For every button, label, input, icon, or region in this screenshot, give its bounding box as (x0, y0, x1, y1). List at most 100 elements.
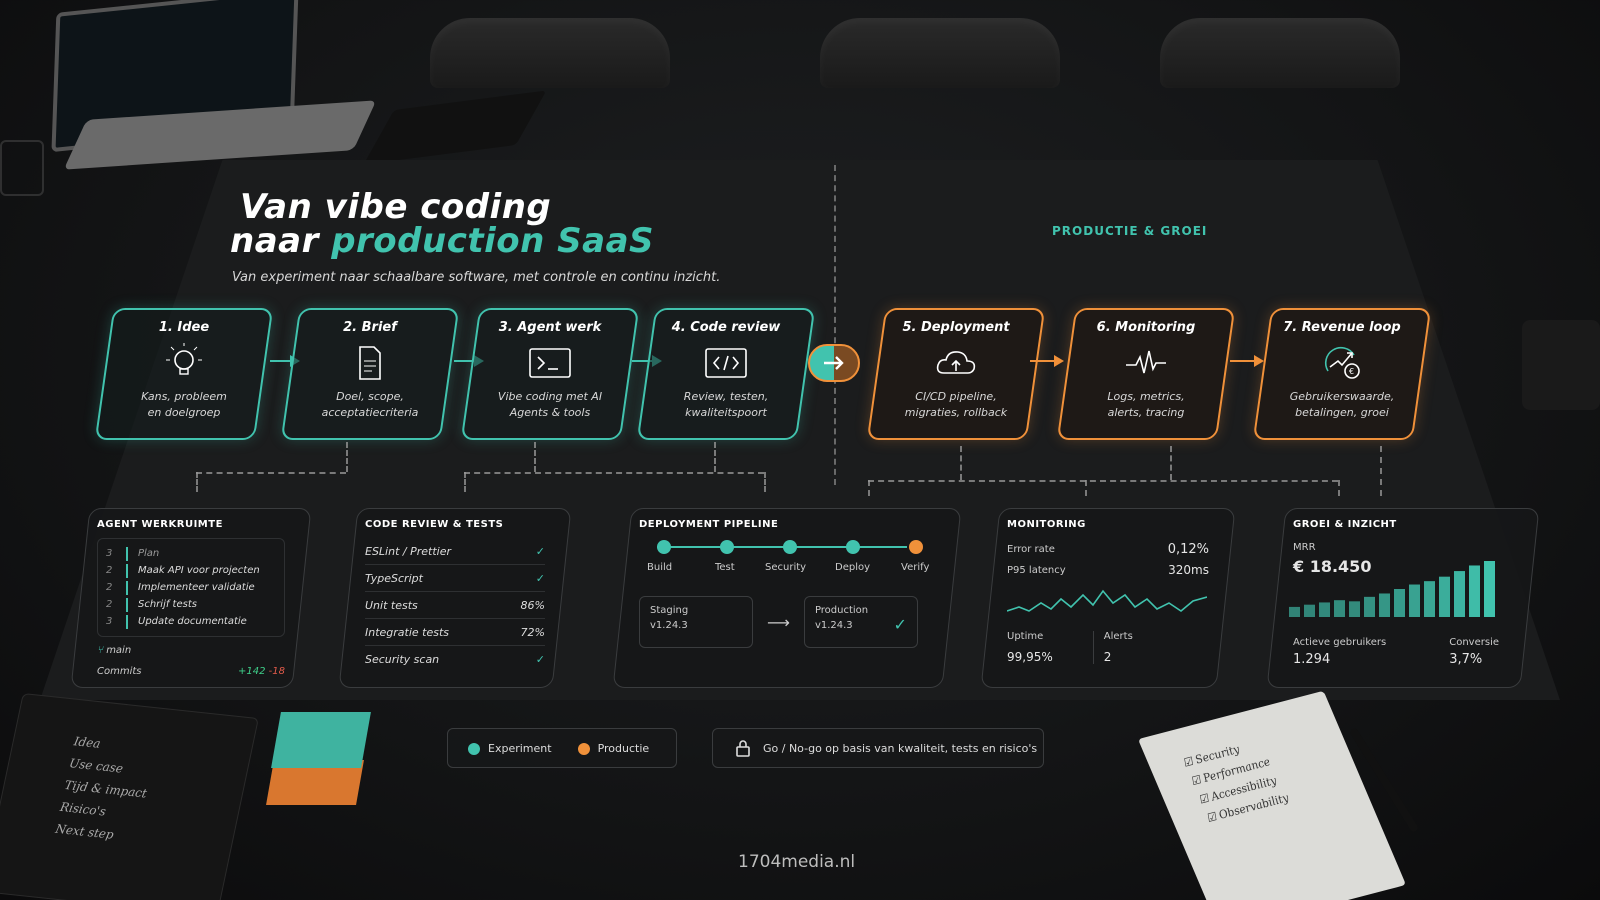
phase-transition-arrow (808, 344, 860, 382)
connector (1170, 446, 1172, 480)
lock-icon (736, 740, 750, 757)
section-label: PRODUCTIE & GROEI (1052, 224, 1208, 238)
stage-dot (909, 540, 923, 554)
mrr-bar (1289, 606, 1300, 617)
legend-productie: Productie (577, 742, 649, 755)
step-monitoring: 6. Monitoring Logs, metrics, alerts, tra… (1056, 308, 1236, 440)
step-deployment: 5. Deployment CI/CD pipeline, migraties,… (866, 308, 1046, 440)
flow-arrow (1230, 355, 1264, 367)
check-row: TypeScript✓ (365, 565, 545, 592)
step-revenue-loop: 7. Revenue loop € Gebruikerswaarde, beta… (1252, 308, 1432, 440)
terminal-icon (529, 348, 571, 378)
go-no-go-gate: Go / No-go op basis van kwaliteit, tests… (712, 728, 1044, 768)
staging-box: Staging v1.24.3 (639, 596, 753, 648)
step-brief: 2. Brief Doel, scope, acceptatiecriteria (280, 308, 460, 440)
phase-divider (834, 165, 836, 485)
panel-code-review: CODE REVIEW & TESTS ESLint / Prettier✓ T… (338, 508, 572, 688)
mrr-bar (1334, 600, 1345, 617)
panel-deployment-pipeline: DEPLOYMENT PIPELINE Build Test Security … (612, 508, 962, 688)
connector (868, 480, 1338, 482)
mrr-bar (1409, 584, 1420, 617)
step-idee: 1. Idee Kans, probleem en doelgroep (94, 308, 274, 440)
connector (1338, 480, 1340, 496)
chair (1160, 18, 1400, 88)
legend: Experiment Productie (447, 728, 677, 768)
check-icon: ✓ (535, 653, 545, 666)
connector (534, 442, 536, 472)
water-glass (0, 140, 44, 196)
stage-dot (846, 540, 860, 554)
lightbulb-icon (166, 343, 202, 375)
flow-arrow (1030, 355, 1064, 367)
check-row: Security scan✓ (365, 653, 545, 666)
production-box: Production v1.24.3 ✓ (803, 596, 918, 648)
mrr-bar (1364, 596, 1375, 617)
check-icon: ✓ (535, 544, 545, 558)
page-title: Van vibe coding naar production SaaS (230, 187, 655, 261)
stage-dot (720, 540, 734, 554)
mrr-bar (1424, 581, 1435, 617)
sticky-note-teal (271, 712, 371, 768)
check-row: ESLint / Prettier✓ (365, 538, 545, 565)
stage-dot (783, 540, 797, 554)
document-icon (359, 346, 381, 380)
connector (1085, 480, 1087, 496)
check-icon: ✓ (893, 615, 907, 634)
chair (430, 18, 670, 88)
svg-text:€: € (1349, 367, 1354, 376)
connector (868, 480, 870, 496)
check-icon: ✓ (535, 571, 545, 585)
connector (196, 472, 198, 492)
checklist-notepad: ☑ Security ☑ Performance ☑ Accessibility… (1137, 690, 1407, 900)
footer-brand: 1704media.nl (738, 852, 856, 872)
mrr-bar-chart (1289, 561, 1495, 617)
mrr-bar (1484, 561, 1495, 617)
mrr-bar (1319, 602, 1330, 617)
mrr-bar (1379, 593, 1390, 617)
closed-notebook (363, 90, 547, 165)
mrr-bar (1349, 601, 1360, 617)
connector (960, 446, 962, 480)
panel-growth: GROEI & INZICHT MRR € 18.450 Actieve geb… (1266, 508, 1540, 688)
euro-growth-icon: € (1324, 346, 1360, 379)
handwritten-notebook: Idea Use case Tijd & impact Risico's Nex… (0, 693, 259, 900)
pipeline-stages: Build Test Security Deploy Verify (639, 538, 935, 586)
commits-row: Commits +142 -18 (97, 666, 285, 677)
connector (464, 472, 764, 474)
connector (764, 472, 766, 492)
mrr-bar (1304, 604, 1315, 617)
arrow-right-icon (824, 356, 844, 370)
mrr-bar (1439, 576, 1450, 617)
branch-icon: ⑂ (97, 645, 107, 656)
step-agent-werk: 3. Agent werk Vibe coding met AI Agents … (460, 308, 640, 440)
page-subtitle: Van experiment naar schaalbare software,… (232, 270, 721, 285)
connector (1380, 446, 1382, 496)
latency-sparkline (1006, 589, 1208, 612)
arrow-right-icon: ⟶ (767, 612, 790, 632)
mrr-bar (1469, 565, 1480, 617)
connector (346, 442, 348, 472)
mrr-bar (1454, 571, 1465, 617)
git-branch: ⑂ main (97, 645, 132, 656)
coffee-mug (1522, 320, 1600, 410)
cloud-upload-icon (936, 351, 976, 374)
chair (820, 18, 1060, 88)
stage-dot (657, 540, 671, 554)
connector (464, 472, 466, 492)
mrr-bar (1394, 589, 1405, 617)
pulse-icon (1126, 350, 1166, 374)
legend-experiment: Experiment (468, 742, 552, 755)
connector (196, 472, 346, 474)
step-code-review: 4. Code review Review, testen, kwaliteit… (636, 308, 816, 440)
code-icon (705, 348, 747, 378)
